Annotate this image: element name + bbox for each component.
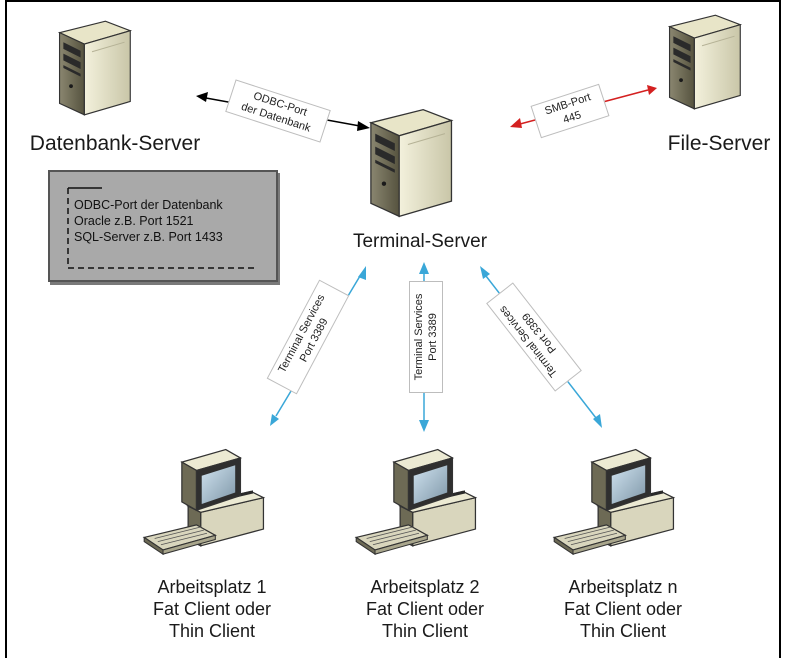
workstation-n-icon — [553, 448, 675, 555]
ts-middle-label-line2: Port 3389 — [427, 313, 439, 361]
note-line-3: SQL-Server z.B. Port 1433 — [74, 230, 223, 244]
workstation-2-line2: Fat Client oder — [365, 599, 485, 619]
note-bracket-lines — [67, 187, 258, 269]
workstation-1-icon — [143, 448, 265, 555]
frame-right-line — [779, 0, 781, 658]
frame-left-line — [5, 0, 7, 658]
ts-middle-label-line1: Terminal Services — [413, 293, 425, 381]
workstation-1-line3: Thin Client — [168, 621, 256, 641]
database-server-caption: Datenbank-Server — [29, 132, 201, 155]
workstation-n-line2: Fat Client oder — [563, 599, 683, 619]
ts-middle-label: Terminal Services Port 3389 — [409, 281, 443, 393]
workstation-n-caption: Arbeitsplatz n Fat Client oder Thin Clie… — [528, 576, 718, 642]
file-server-icon — [668, 14, 741, 110]
frame-top-line — [5, 0, 781, 2]
database-server-icon — [58, 20, 131, 116]
note-line-2: Oracle z.B. Port 1521 — [74, 214, 194, 228]
workstation-2-name: Arbeitsplatz 2 — [370, 577, 480, 597]
workstation-2-caption: Arbeitsplatz 2 Fat Client oder Thin Clie… — [330, 576, 520, 642]
workstation-2-icon — [355, 448, 477, 555]
workstation-n-line3: Thin Client — [579, 621, 667, 641]
note-line-1: ODBC-Port der Datenbank — [74, 198, 223, 212]
file-server-caption: File-Server — [667, 132, 771, 155]
workstation-1-line2: Fat Client oder — [152, 599, 272, 619]
terminal-server-caption: Terminal-Server — [352, 231, 488, 252]
workstation-n-name: Arbeitsplatz n — [568, 577, 678, 597]
workstation-2-line3: Thin Client — [381, 621, 469, 641]
workstation-1-name: Arbeitsplatz 1 — [157, 577, 267, 597]
odbc-note-box: ODBC-Port der Datenbank Oracle z.B. Port… — [48, 170, 278, 282]
workstation-1-caption: Arbeitsplatz 1 Fat Client oder Thin Clie… — [117, 576, 307, 642]
terminal-server-icon — [370, 108, 453, 218]
